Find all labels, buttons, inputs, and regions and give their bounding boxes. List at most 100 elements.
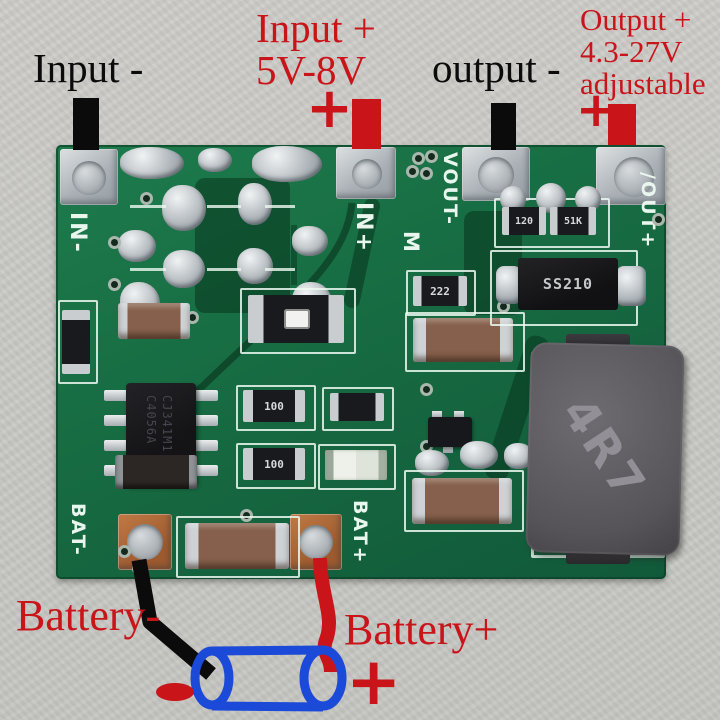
silk-trace — [130, 205, 166, 208]
ic-pin — [104, 440, 128, 451]
solder-blob — [496, 266, 522, 304]
component-window — [248, 295, 344, 343]
pad-hole — [299, 525, 333, 559]
via — [420, 167, 433, 180]
via — [420, 383, 433, 396]
sot23-leg — [454, 411, 464, 419]
battery-top-line — [211, 645, 324, 656]
silkscreen-in-plus: IN+ — [351, 202, 376, 254]
battery-plus-label: Battery+ — [344, 605, 499, 654]
battery-sketch — [190, 645, 347, 712]
silk-outline — [322, 387, 394, 431]
pad-out-plus — [596, 147, 666, 205]
output-plus-marker — [608, 104, 636, 145]
ic-pin — [104, 390, 128, 401]
silk-outline — [405, 312, 525, 372]
silk-outline — [58, 300, 98, 384]
sot23-leg — [432, 411, 442, 419]
resistor-100-bottom: 100 — [243, 448, 305, 480]
battery-minus-label: Battery- — [16, 591, 161, 640]
via — [108, 278, 121, 291]
status-led — [325, 450, 387, 480]
resistor-222: 222 — [413, 276, 467, 306]
via — [425, 150, 438, 163]
solder-blob — [252, 146, 322, 182]
battery-bottom-line — [211, 701, 324, 712]
via — [108, 236, 121, 249]
pad-in-plus — [336, 147, 396, 199]
silk-trace — [265, 205, 295, 208]
solder-blob — [162, 185, 206, 231]
silkscreen-bat-plus: BAT+ — [349, 500, 371, 565]
resistor-100-top: 100 — [243, 390, 305, 422]
silk-outline — [240, 288, 356, 354]
pad-hole — [352, 159, 382, 189]
small-diode — [330, 393, 384, 421]
via — [652, 213, 665, 226]
capacitor-brown-a — [118, 303, 190, 339]
silk-outline — [236, 385, 316, 431]
silk-outline — [176, 516, 300, 578]
silk-outline — [406, 270, 476, 316]
via — [412, 152, 425, 165]
pad-hole — [72, 161, 106, 195]
battery-right-end — [299, 645, 347, 711]
silk-outline — [236, 443, 316, 489]
pad-hole — [127, 524, 163, 560]
output-plus-label-line1: Output + — [580, 2, 692, 37]
input-plus-label-line1: Input + — [256, 5, 376, 51]
solder-blob — [616, 266, 646, 306]
output-minus-marker — [491, 103, 516, 150]
input-plus-marker — [352, 99, 381, 149]
input-minus-label: Input - — [33, 45, 144, 91]
ic-pin — [104, 415, 128, 426]
via — [140, 192, 153, 205]
pad-in-minus — [60, 149, 118, 205]
battery-minus-wire — [131, 558, 216, 680]
silkscreen-bat-minus: BAT- — [67, 503, 89, 557]
solder-blob — [118, 230, 156, 262]
ic-pin — [194, 440, 218, 451]
input-plus-symbol: + — [306, 76, 353, 141]
silkscreen-m-mark: M — [399, 231, 423, 254]
resistor-adj-right: 51K — [550, 207, 596, 235]
schottky-diode: SS210 — [518, 258, 618, 310]
battery-plus-wire — [313, 557, 338, 673]
ic-marking-line1: C4056A — [144, 395, 158, 445]
silkscreen-out-plus: /OUT+ — [637, 172, 659, 250]
silk-trace — [207, 205, 241, 208]
silkscreen-vout-minus: VOUT- — [439, 152, 461, 227]
capacitor-tantalum — [185, 523, 289, 569]
via — [240, 509, 253, 522]
resistor-left-edge — [62, 310, 90, 374]
sot23-leg — [443, 445, 453, 453]
capacitor-brown-c — [412, 478, 512, 524]
solder-blob — [292, 226, 328, 256]
pad-hole — [614, 157, 654, 197]
capacitor-dark — [115, 455, 197, 489]
silk-trace — [265, 268, 295, 271]
ic-pin — [194, 465, 218, 476]
ic-pin — [194, 390, 218, 401]
ic-marking-line2: CJ341M1 — [160, 395, 174, 453]
input-plus-label-line2: 5V-8V — [256, 47, 367, 93]
sot23-transistor — [428, 417, 472, 447]
solder-blob — [198, 148, 232, 172]
silk-outline — [318, 444, 396, 490]
solder-blob — [163, 250, 205, 288]
silkscreen-in-minus: IN- — [65, 212, 90, 254]
component-window-center — [284, 309, 310, 329]
output-plus-label-line2: 4.3-27V — [580, 34, 683, 69]
silk-trace — [130, 268, 166, 271]
resistor-adj-left: 120 — [502, 207, 546, 235]
via — [118, 545, 131, 558]
battery-minus-symbol — [156, 683, 194, 701]
output-plus-label-line3: adjustable — [580, 66, 706, 101]
battery-left-end — [190, 646, 234, 710]
output-minus-label: output - — [432, 45, 561, 91]
ic-pin — [194, 415, 218, 426]
silk-trace — [207, 268, 241, 271]
input-minus-marker — [73, 98, 99, 150]
